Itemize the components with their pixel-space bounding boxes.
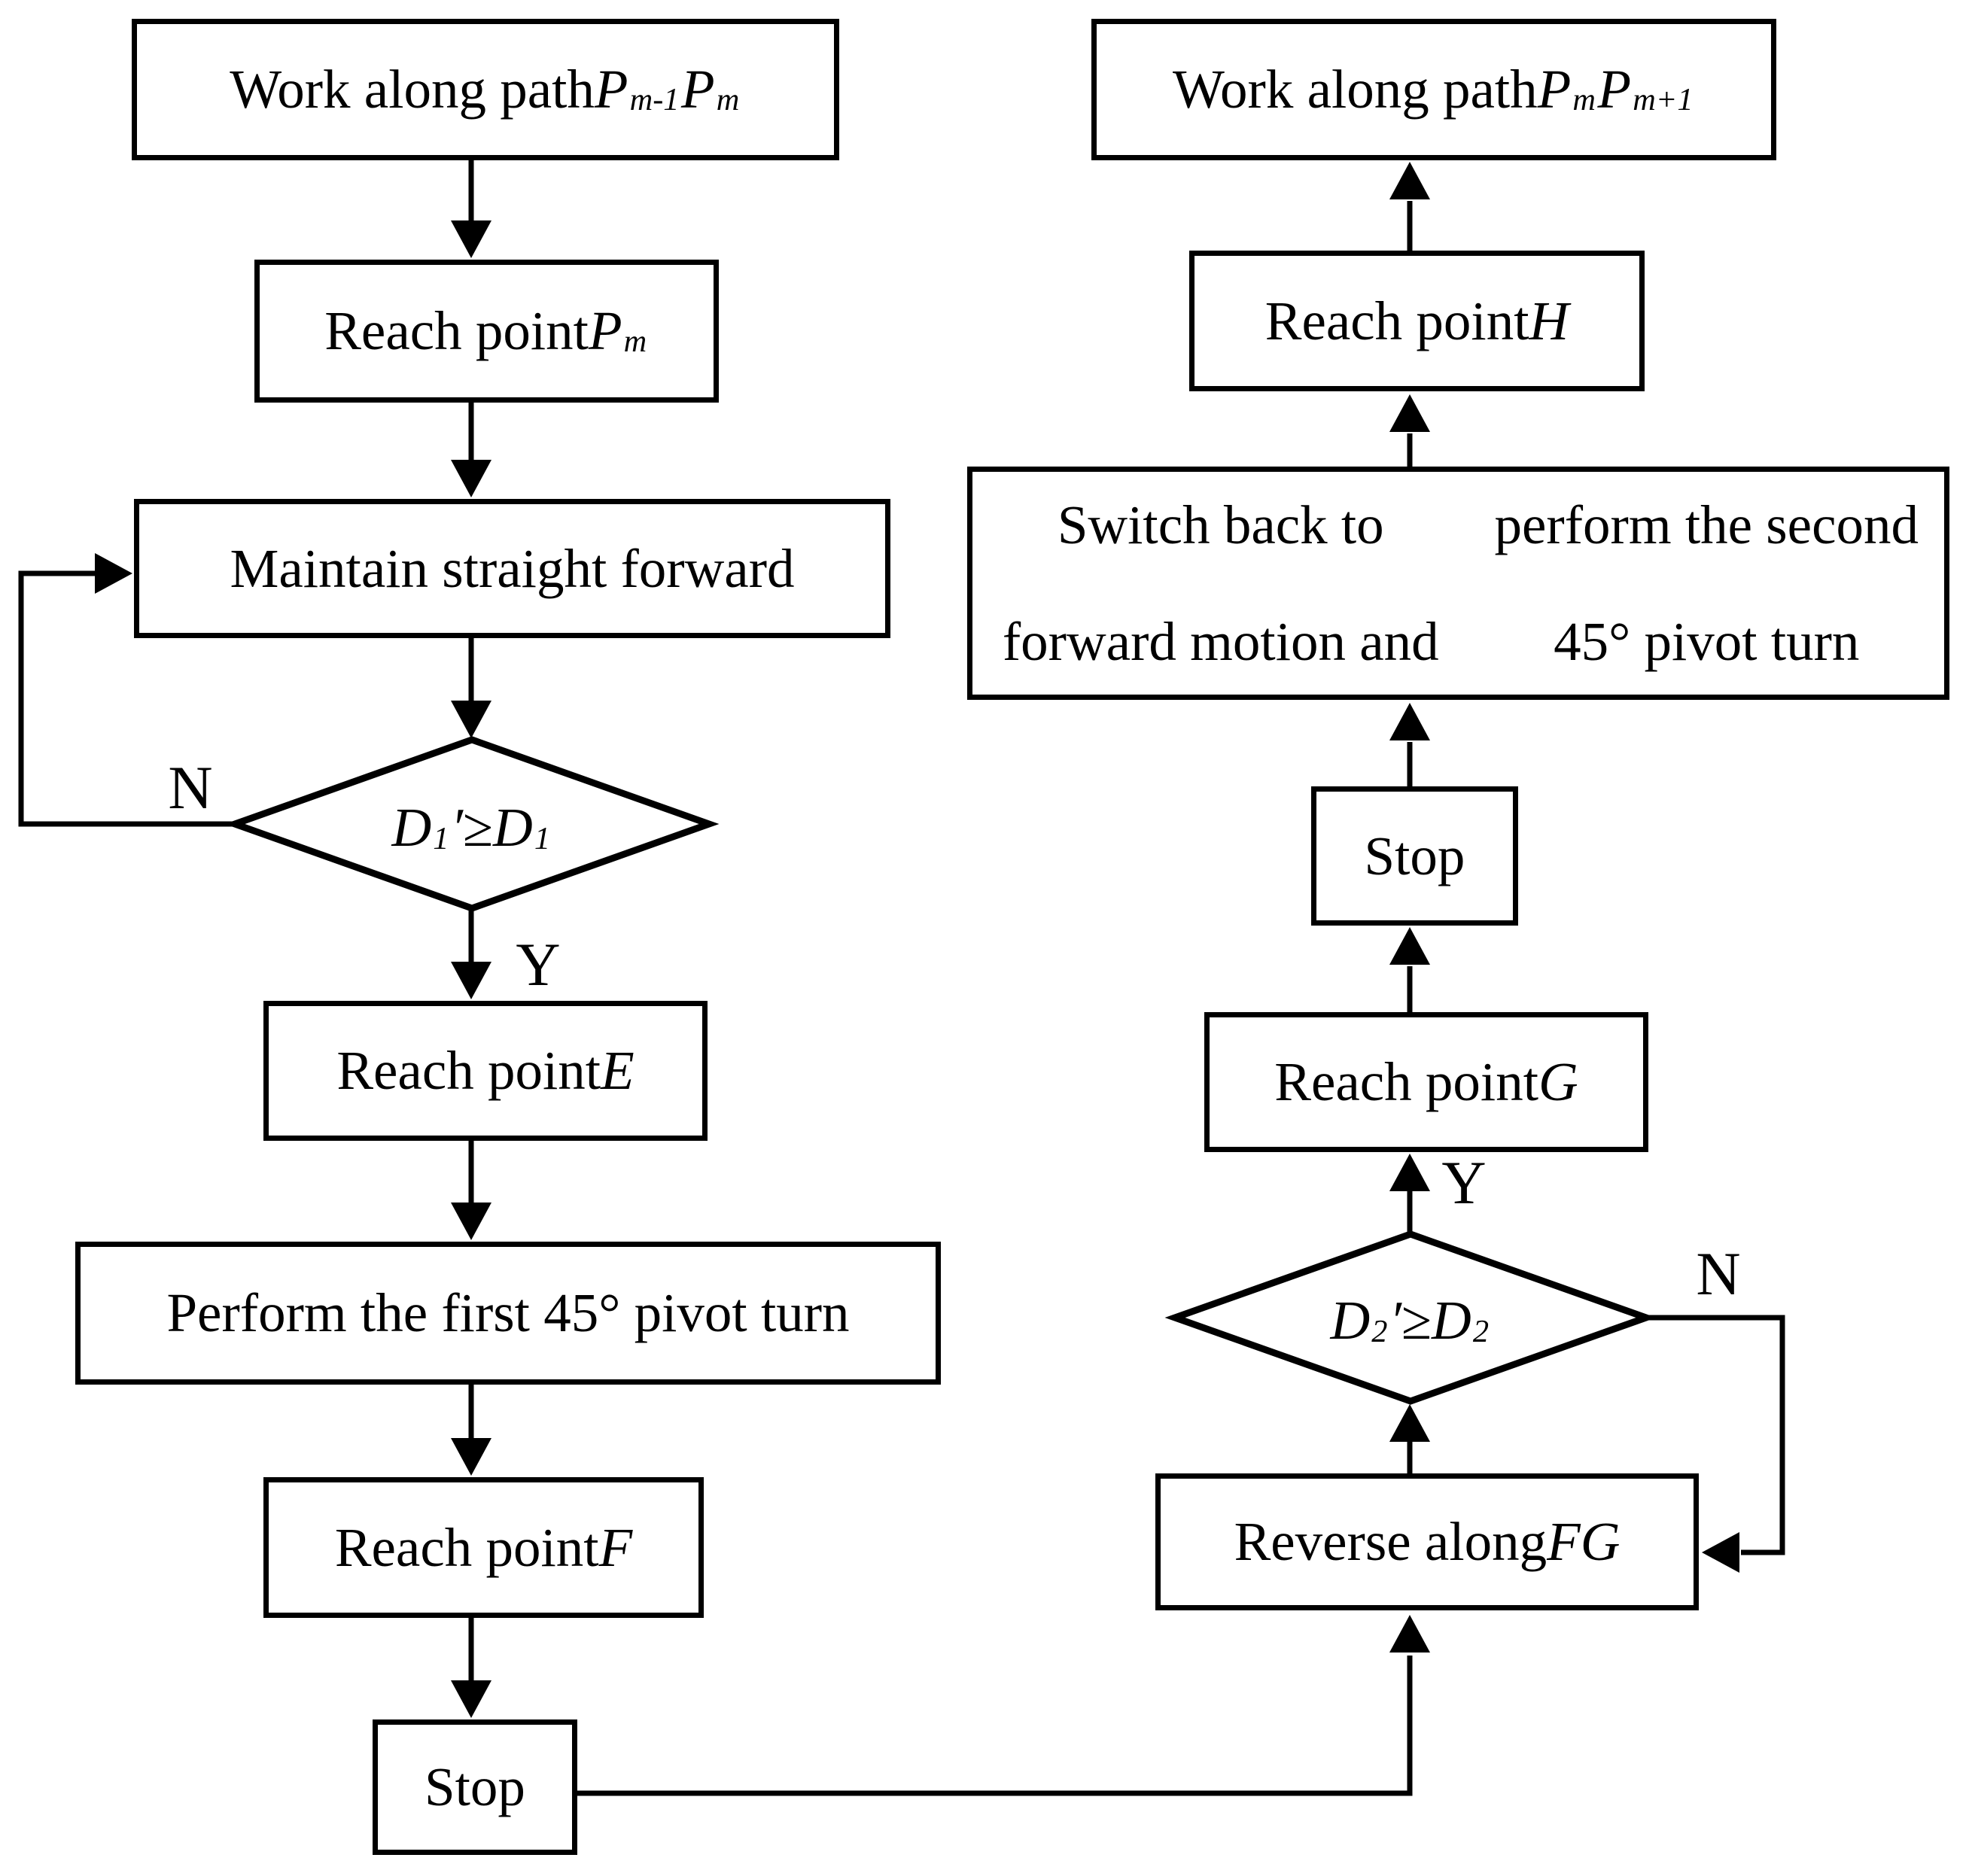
arrow-reachg-to-stop-head xyxy=(1389,927,1430,965)
stop-to-reverse-line xyxy=(577,1656,1413,1796)
node-reach-point-h: Reach point H xyxy=(1189,251,1645,391)
branch-label-y-left: Y xyxy=(516,930,561,999)
node-maintain-straight: Maintain straight forward xyxy=(134,499,890,638)
n-loop-left-line xyxy=(18,570,235,827)
arrow-d2-yes-to-reachg-head xyxy=(1389,1154,1430,1191)
arrow-workprev-to-reachpm-head xyxy=(451,220,491,258)
branch-label-n-left: N xyxy=(168,753,213,822)
arrow-reachpm-to-maintain-head xyxy=(451,460,491,497)
n-loop-right-arrowhead xyxy=(1702,1532,1739,1573)
arrow-switch-to-reachh-head xyxy=(1389,394,1430,432)
arrow-d1-yes-to-reache-head xyxy=(451,962,491,999)
arrow-reachf-to-stop-head xyxy=(451,1680,491,1718)
arrow-firstturn-to-reachf-head xyxy=(451,1438,491,1476)
arrow-reverse-to-d2-head xyxy=(1389,1404,1430,1442)
decision-d1-shape xyxy=(224,736,720,912)
decision-d2-shape xyxy=(1164,1230,1657,1405)
branch-label-y-right: Y xyxy=(1441,1148,1487,1217)
node-reach-point-g: Reach point G xyxy=(1204,1012,1648,1152)
node-first-pivot-turn: Perform the first 45° pivot turn xyxy=(75,1242,941,1385)
n-loop-left-arrowhead xyxy=(95,553,132,594)
node-reach-point-f: Reach point F xyxy=(263,1477,704,1618)
n-loop-right-line xyxy=(1646,1315,1785,1555)
node-reach-point-e: Reach point E xyxy=(263,1001,708,1141)
arrow-reachh-to-worknext-head xyxy=(1389,162,1430,199)
stop-to-reverse-arrowhead xyxy=(1389,1615,1430,1653)
arrow-reache-to-firstturn-head xyxy=(451,1203,491,1240)
branch-label-n-right: N xyxy=(1696,1239,1741,1308)
node-stop-right: Stop xyxy=(1311,786,1518,926)
arrow-maintain-to-d1-head xyxy=(451,701,491,738)
node-stop-left: Stop xyxy=(373,1719,577,1855)
arrow-stop-to-switch-head xyxy=(1389,703,1430,740)
node-reverse-along-fg: Reverse along FG xyxy=(1155,1473,1699,1610)
